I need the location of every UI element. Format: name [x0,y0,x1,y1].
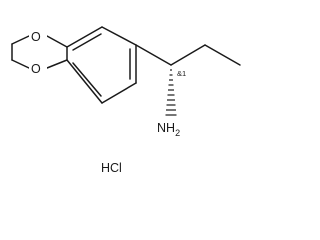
amine-text: NH [157,121,175,135]
oxygen-top-label: O [31,30,41,44]
bond-ch2-otop [11,35,30,45]
benzene-bond-6 [66,59,103,104]
salt-label: HCl [101,161,122,175]
amine-subscript: 2 [175,128,180,138]
benzene-ring [66,26,137,104]
benzene-double-2 [72,33,102,51]
structure-diagram: O O &1 NH2 HCl [11,26,241,175]
bond-chiral-ch2 [170,44,206,66]
stereo-label: &1 [177,69,186,78]
hashed-wedge-bond [165,69,177,116]
bond-otop-ring [46,35,68,48]
bond-ch2-obottom [11,59,30,69]
bond-ch2-ch3 [204,44,241,66]
bond-obottom-ring [46,59,68,69]
side-chain [135,44,241,116]
dioxane-ring [11,35,68,69]
oxygen-bottom-label: O [31,62,41,76]
bond-ring-chiral [135,44,172,66]
benzene-bond-5 [101,82,137,104]
benzene-double-6 [72,62,102,97]
benzene-bond-2 [66,26,103,48]
amine-label: NH2 [157,121,180,138]
benzene-bond-3 [101,26,137,46]
